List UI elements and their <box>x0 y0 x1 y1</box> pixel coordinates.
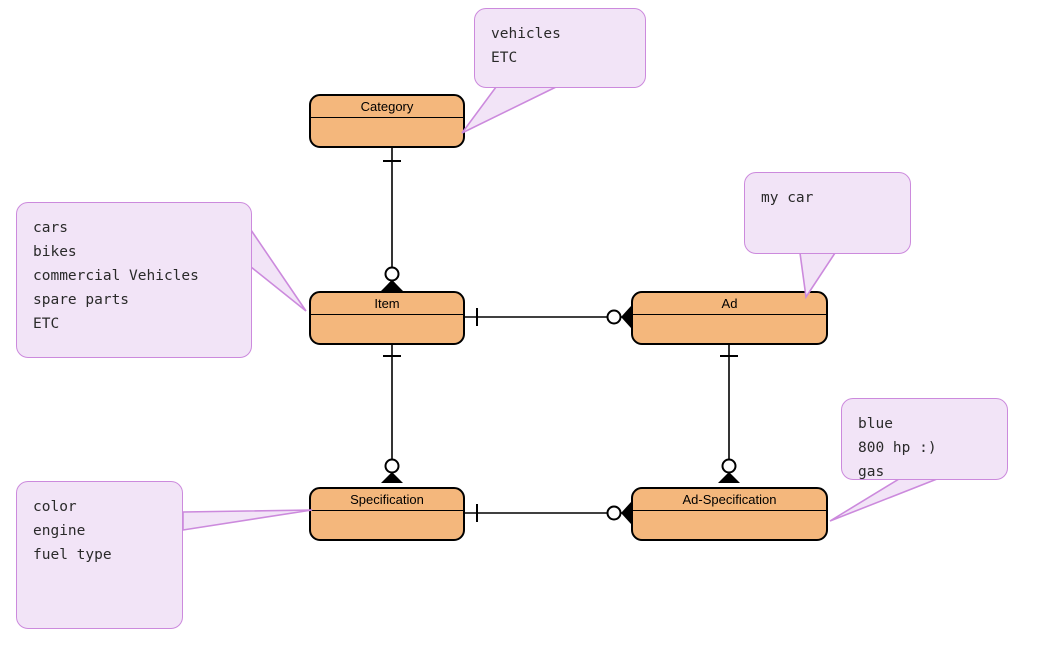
entity-specification[interactable]: Specification <box>309 487 465 541</box>
entity-specification-body <box>311 511 463 539</box>
entity-item-body <box>311 315 463 343</box>
note-tail-item <box>250 227 307 312</box>
entity-category-body <box>311 118 463 146</box>
note-tail-adspecification <box>829 478 938 522</box>
entity-ad-title: Ad <box>633 293 826 315</box>
entity-category[interactable]: Category <box>309 94 465 148</box>
entity-adspecification-body <box>633 511 826 539</box>
entity-adspecification-title: Ad-Specification <box>633 489 826 511</box>
entity-adspecification[interactable]: Ad-Specification <box>631 487 828 541</box>
note-adspecification[interactable]: blue 800 hp :) gas <box>841 398 1008 480</box>
entity-category-title: Category <box>311 96 463 118</box>
note-tail-specification <box>182 509 313 531</box>
entity-specification-title: Specification <box>311 489 463 511</box>
relationship-ad-adspecification <box>718 345 740 483</box>
note-category[interactable]: vehicles ETC <box>474 8 646 88</box>
entity-item-title: Item <box>311 293 463 315</box>
entity-item[interactable]: Item <box>309 291 465 345</box>
note-tail-category <box>461 86 557 134</box>
relationship-item-specification <box>381 345 403 483</box>
relationship-category-item <box>381 148 403 292</box>
note-item[interactable]: cars bikes commercial Vehicles spare par… <box>16 202 252 358</box>
note-ad[interactable]: my car <box>744 172 911 254</box>
entity-ad[interactable]: Ad <box>631 291 828 345</box>
relationship-specification-adspecification <box>465 502 631 524</box>
note-specification[interactable]: color engine fuel type <box>16 481 183 629</box>
entity-ad-body <box>633 315 826 343</box>
relationship-item-ad <box>465 306 631 328</box>
